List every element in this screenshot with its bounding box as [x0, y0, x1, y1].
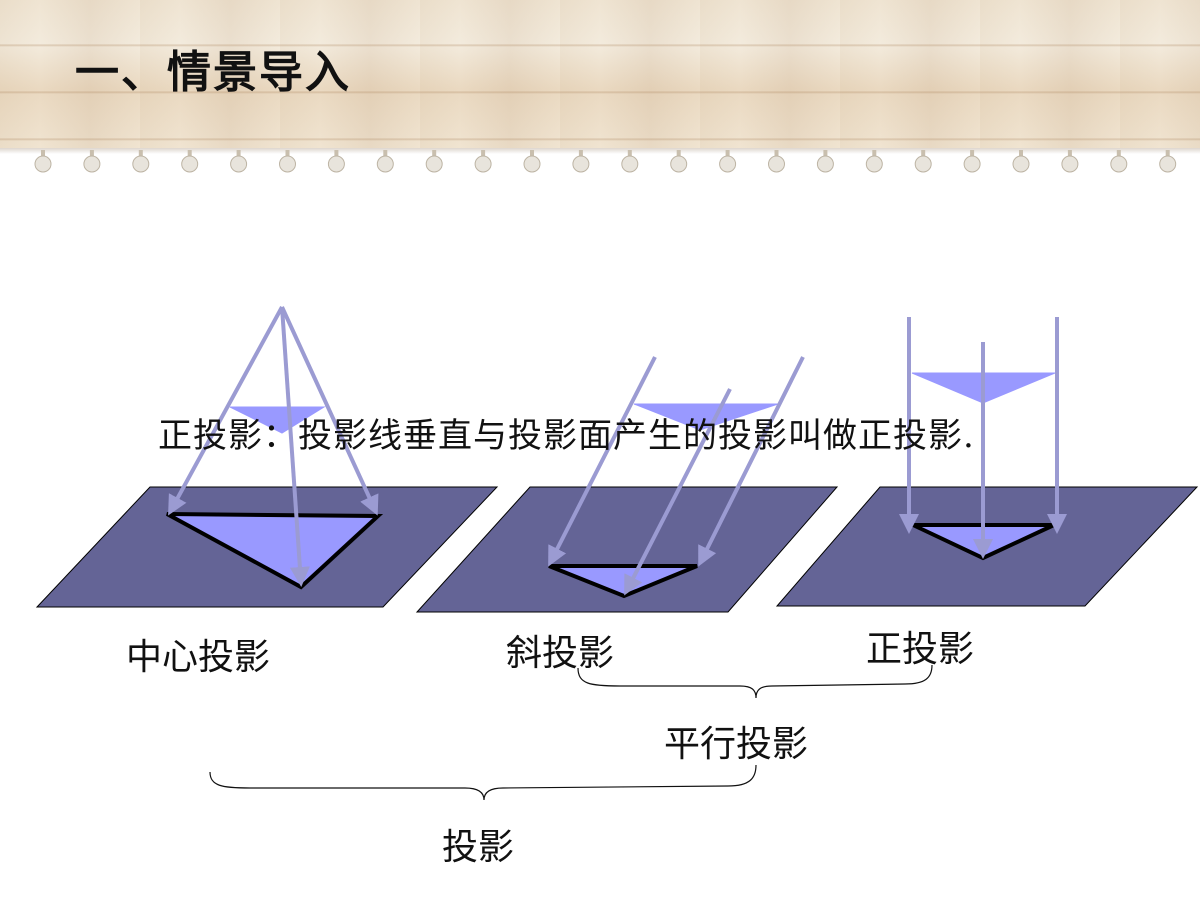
binder-ring — [132, 155, 150, 173]
binder-ring-stem — [530, 150, 534, 158]
binder-ring-stem — [285, 150, 290, 158]
wood-header — [0, 0, 1200, 148]
binder-ring — [279, 155, 296, 173]
binder-ring-stem — [627, 150, 632, 158]
binder-ring — [83, 155, 101, 173]
binder-ring — [327, 155, 345, 173]
binder-ring — [34, 155, 52, 173]
binder-ring-stem — [138, 150, 143, 158]
binder-ring — [523, 155, 541, 173]
brace-parallel — [577, 664, 933, 699]
rays-orthographic — [899, 317, 1067, 559]
binder-ring-stem — [1116, 150, 1121, 158]
label-parallel-projection: 平行投影 — [664, 724, 809, 765]
shadow-central — [166, 512, 384, 590]
binder-rings — [34, 150, 1177, 173]
binder-ring-stem — [41, 150, 45, 158]
binder-ring-stem — [921, 150, 926, 158]
object-oblique — [633, 403, 779, 431]
binder-ring — [621, 155, 639, 173]
binder-ring-stem — [872, 150, 877, 158]
binder-ring-stem — [1165, 150, 1170, 158]
binder-ring — [425, 155, 443, 173]
binder-ring — [1012, 155, 1030, 173]
binder-ring-stem — [334, 150, 339, 158]
binder-ring — [670, 155, 688, 173]
rays-oblique — [548, 356, 805, 596]
binder-ring — [816, 155, 834, 173]
binder-ring-stem — [481, 150, 486, 158]
binder-ring — [474, 155, 492, 173]
binder-ring-stem — [823, 150, 828, 158]
binder-ring-stem — [236, 150, 241, 158]
label-orthographic-projection: 正投影 — [866, 629, 975, 670]
definition-sentence: 正投影：投影线垂直与投影面产生的投影叫做正投影. — [158, 416, 975, 456]
label-oblique-projection: 斜投影 — [506, 633, 615, 674]
rays-central — [168, 306, 379, 587]
label-projection: 投影 — [442, 827, 515, 868]
label-central-projection: 中心投影 — [126, 637, 271, 678]
binder-ring — [963, 155, 981, 173]
plane-oblique — [415, 486, 839, 613]
binder-ring — [1159, 155, 1177, 173]
binder-ring-stem — [676, 150, 681, 158]
binder-ring-stem — [774, 150, 779, 158]
binder-ring-stem — [187, 150, 192, 158]
shadow-oblique — [548, 564, 698, 599]
binder-ring-stem — [970, 150, 975, 158]
object-central — [229, 406, 326, 434]
binder-ring — [376, 155, 394, 173]
binder-ring — [1061, 155, 1079, 173]
binder-ring-stem — [383, 150, 388, 158]
binder-ring-stem — [89, 150, 94, 158]
binder-ring — [914, 155, 932, 173]
binder-ring-stem — [432, 150, 437, 158]
slide-title: 一、情景导入 — [75, 47, 351, 98]
binder-ring — [768, 155, 785, 173]
binder-ring — [865, 155, 883, 173]
header-shadow — [0, 148, 1200, 154]
binder-ring — [572, 155, 590, 173]
binder-ring — [719, 155, 737, 173]
binder-ring — [181, 155, 199, 173]
binder-ring-stem — [725, 150, 730, 158]
binder-ring-stem — [578, 150, 583, 158]
binder-ring-stem — [1067, 150, 1072, 158]
binder-ring — [230, 155, 248, 173]
binder-ring — [1110, 155, 1128, 173]
binder-ring-stem — [1019, 150, 1023, 158]
brace-projection — [209, 764, 757, 801]
